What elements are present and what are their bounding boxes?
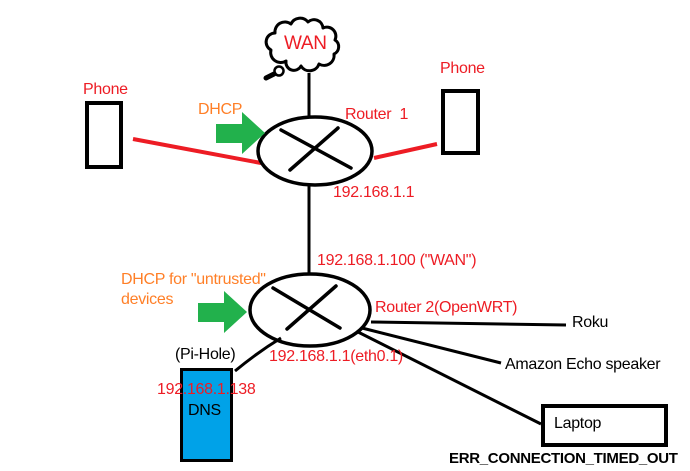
phone-right-label: Phone xyxy=(440,60,485,77)
dhcp-label: DHCP xyxy=(198,101,243,118)
router1-ip: 192.168.1.1 xyxy=(333,184,415,201)
dhcp-untrusted-line2: devices xyxy=(121,291,174,308)
router1-x-icon xyxy=(279,126,353,172)
phone-left-label: Phone xyxy=(83,81,128,98)
phone-left-box xyxy=(85,101,123,169)
router1-label: Router 1 xyxy=(345,106,409,123)
link-phone-left-router1 xyxy=(132,137,262,165)
router2-x-icon xyxy=(271,284,342,331)
link-router2-laptop xyxy=(357,330,542,426)
link-router2-pihole xyxy=(234,336,282,373)
roku-label: Roku xyxy=(572,314,609,331)
laptop-box: Laptop xyxy=(541,404,668,447)
pihole-ip: 192.168.1.138 xyxy=(157,381,256,398)
dhcp-arrow-icon xyxy=(216,112,265,154)
link-phone-right-router1 xyxy=(373,142,438,160)
pihole-caption: (Pi-Hole) xyxy=(175,346,236,363)
router2-label: Router 2(OpenWRT) xyxy=(375,299,518,316)
router2-lan-ip: 192.168.1.1(eth0.1) xyxy=(269,348,403,365)
dhcp-untrusted-line1: DHCP for "untrusted" xyxy=(121,271,266,288)
wan-cloud-tail-dot-icon xyxy=(263,71,277,81)
link-router2-roku xyxy=(370,320,567,327)
pihole-dns-box xyxy=(180,368,233,462)
echo-label: Amazon Echo speaker xyxy=(505,356,661,373)
pihole-dns-label: DNS xyxy=(188,402,221,419)
phone-right-box xyxy=(441,89,480,155)
router1-symbol xyxy=(256,115,374,187)
link-router2-echo xyxy=(361,326,502,365)
wan-cloud-icon xyxy=(264,16,341,73)
laptop-label: Laptop xyxy=(554,415,602,432)
wan-cloud-tail-icon xyxy=(273,65,285,77)
dhcp-untrusted-arrow-icon xyxy=(198,291,247,333)
error-message: ERR_CONNECTION_TIMED_OUT xyxy=(449,450,678,467)
wan-label: WAN xyxy=(284,33,327,54)
router2-wan-ip: 192.168.1.100 ("WAN") xyxy=(317,252,477,269)
